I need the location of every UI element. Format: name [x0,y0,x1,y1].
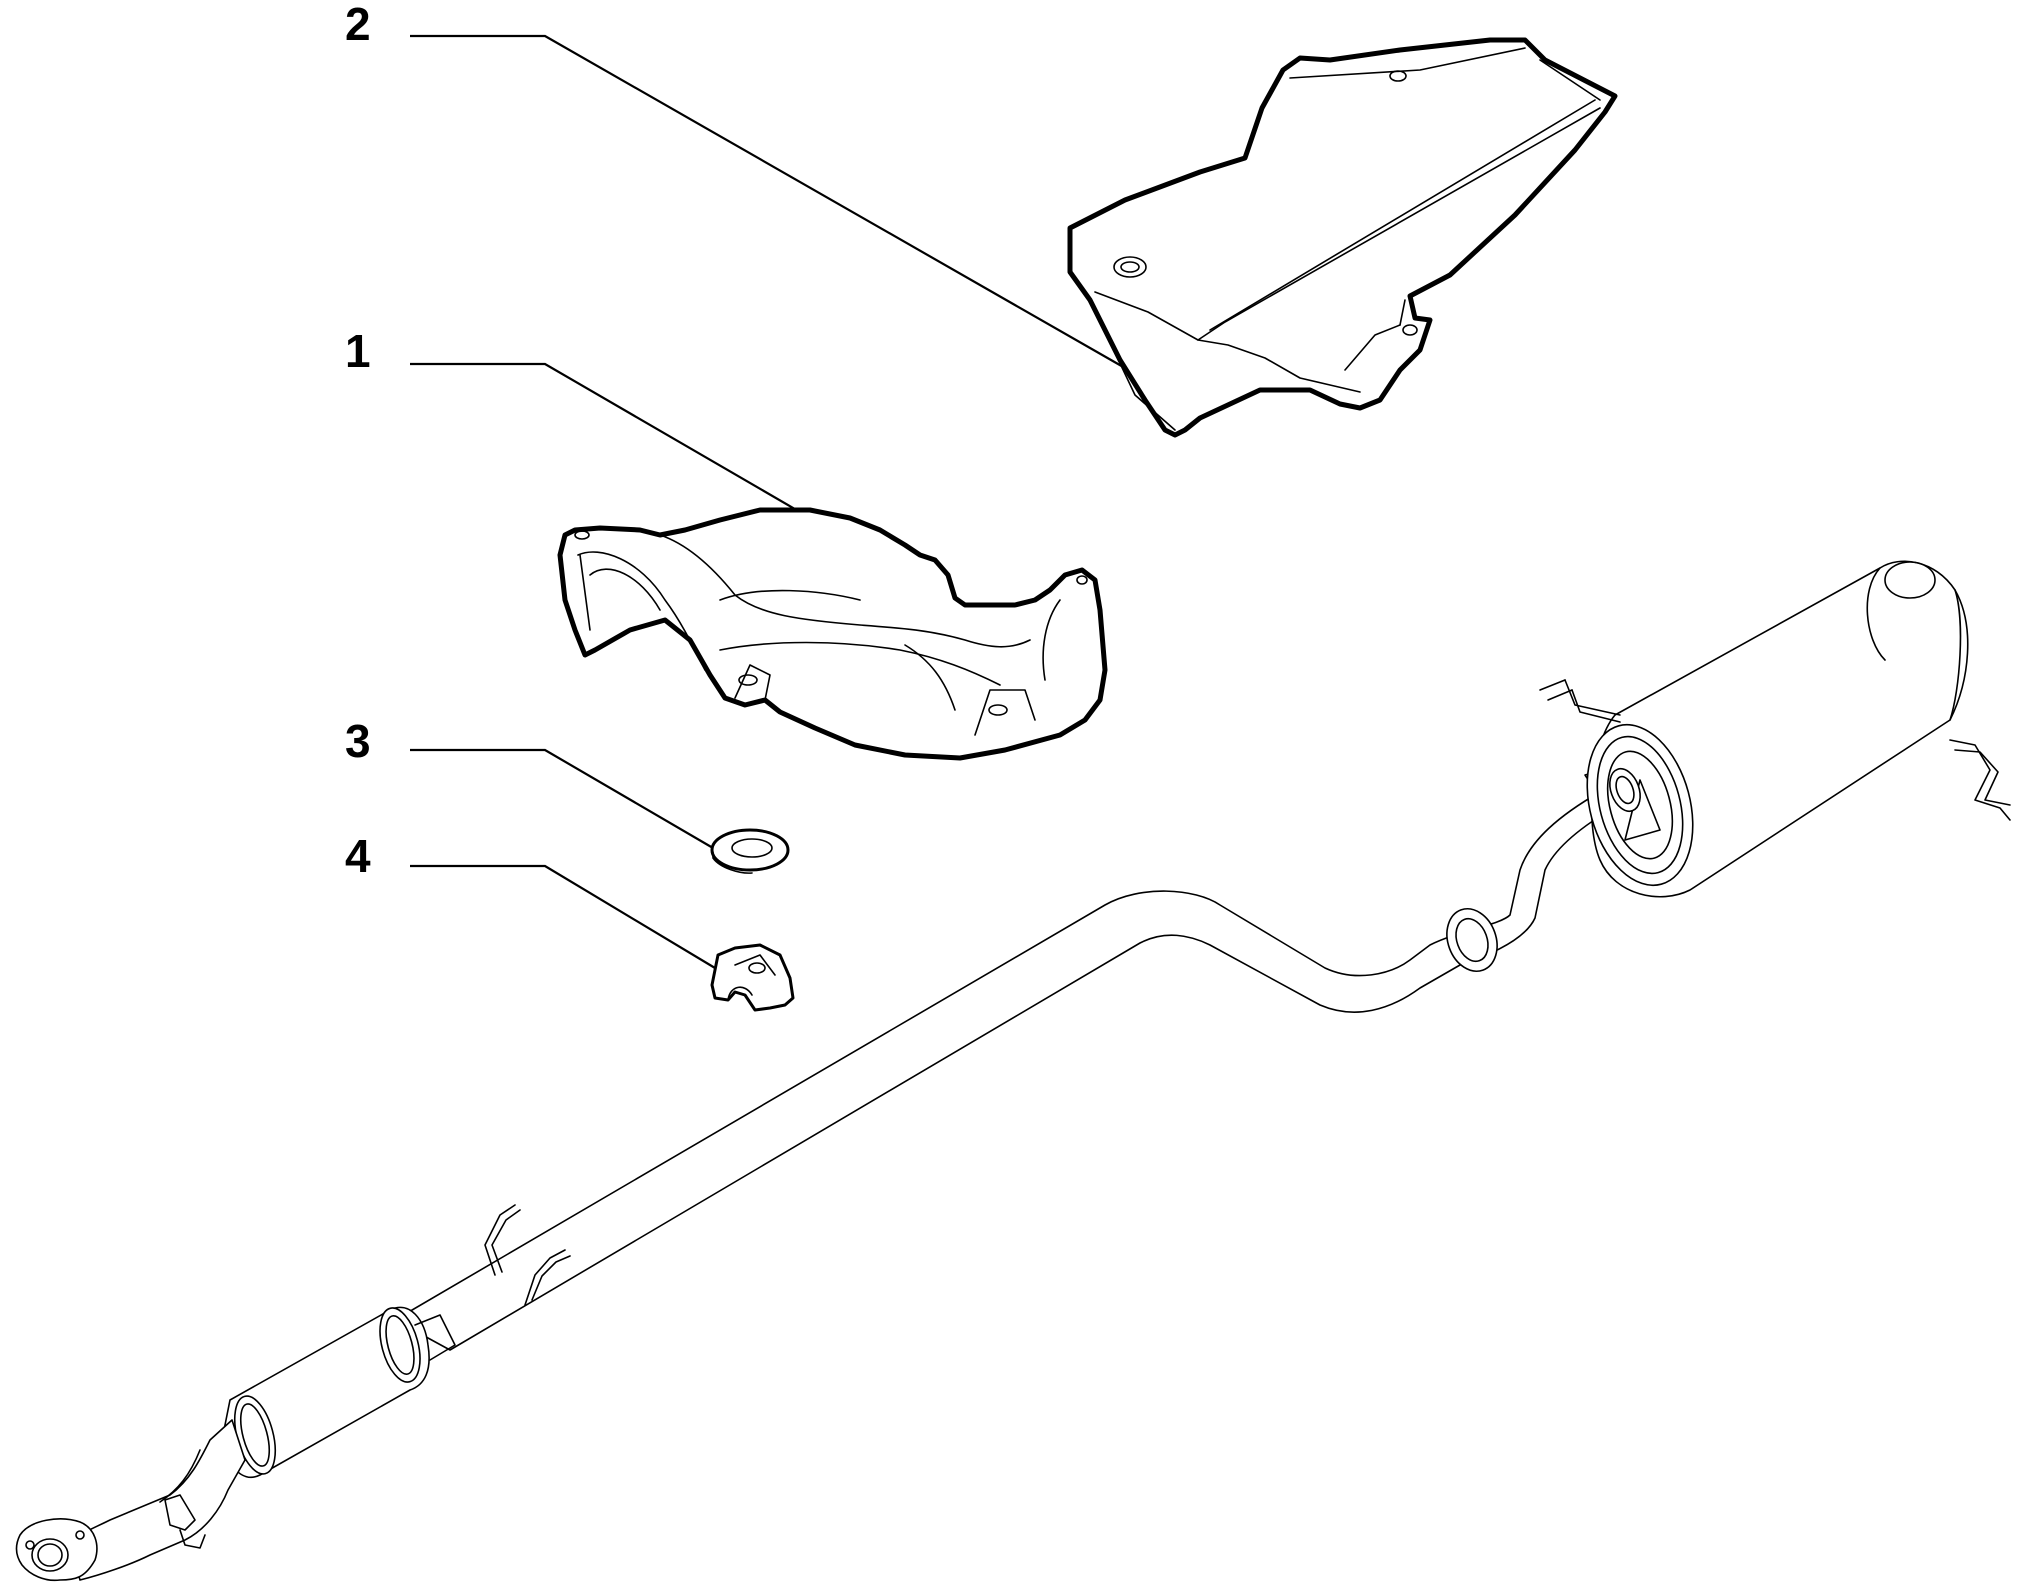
leader-line-2 [410,34,1126,369]
callout-2-label: 2 [345,0,371,50]
heat-shield-manifold-part-1 [557,507,1108,761]
callout-4-label: 4 [345,830,371,882]
washer-part-3 [710,828,790,874]
callout-1-label: 1 [345,325,371,377]
heat-shield-tunnel-part-2 [1067,37,1618,438]
callout-3-label: 3 [345,715,371,767]
exhaust-pipe-assembly [15,560,2011,1582]
leader-line-1 [410,362,801,513]
clip-part-4 [710,943,795,1012]
leader-line-4 [410,864,716,969]
leader-line-3 [410,748,714,849]
